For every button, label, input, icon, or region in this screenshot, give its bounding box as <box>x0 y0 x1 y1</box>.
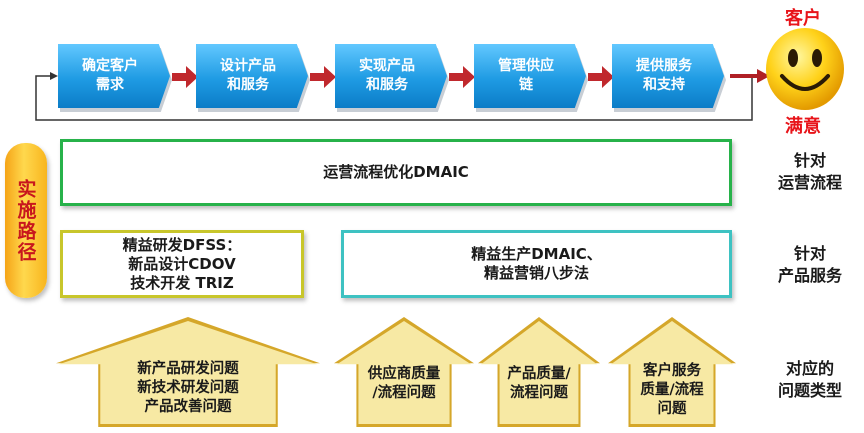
right-label-product: 针对 产品服务 <box>762 243 858 287</box>
process-step-supply-chain: 管理供应链 <box>474 44 586 108</box>
house-line: 新技术研发问题 <box>137 380 239 396</box>
right-label-line: 运营流程 <box>777 173 842 192</box>
band-operations-text: 运营流程优化DMAIC <box>323 163 469 181</box>
right-label-problems: 对应的 问题类型 <box>762 358 858 402</box>
house-line: 问题 <box>657 401 687 417</box>
step-line: 确定客户 <box>82 58 138 74</box>
right-label-line: 问题类型 <box>777 381 842 400</box>
right-label-line: 对应的 <box>785 359 834 378</box>
band-lean-line: 精益生产DMAIC、 <box>471 245 602 263</box>
customer-top-label: 客户 <box>785 8 821 29</box>
band-lean-rd-dfss: 精益研发DFSS： 新品设计CDOV 技术开发 TRIZ <box>60 230 304 298</box>
red-arrow-icon <box>588 66 614 88</box>
band-lean-line: 精益营销八步法 <box>483 264 589 282</box>
band-lean-production: 精益生产DMAIC、 精益营销八步法 <box>341 230 732 298</box>
house-text-rd: 新产品研发问题 新技术研发问题 产品改善问题 <box>96 360 280 417</box>
house-line: 产品改善问题 <box>144 399 232 415</box>
step-line: 需求 <box>96 77 124 93</box>
red-arrow-icon <box>449 66 475 88</box>
step-line: 和支持 <box>643 77 685 93</box>
step-line: 和服务 <box>227 77 269 93</box>
house-text-supplier: 供应商质量 /流程问题 <box>356 365 452 403</box>
band-operations-dmaic: 运营流程优化DMAIC <box>60 139 732 206</box>
house-line: 质量/流程 <box>640 382 704 398</box>
red-arrow-icon <box>172 66 198 88</box>
step-line: 设计产品 <box>220 58 276 74</box>
step-line: 链 <box>519 77 533 93</box>
house-text-service: 客户服务 质量/流程 问题 <box>627 362 717 419</box>
band-dfss-line: 新品设计CDOV <box>128 254 236 273</box>
customer-bottom-label: 满意 <box>785 116 821 137</box>
right-label-ops: 针对 运营流程 <box>762 150 858 194</box>
smiley-icon <box>766 28 844 110</box>
house-line: 产品质量/ <box>507 366 571 382</box>
right-label-line: 产品服务 <box>777 266 842 285</box>
step-line: 实现产品 <box>359 58 415 74</box>
right-label-line: 针对 <box>793 151 826 170</box>
process-step-service: 提供服务和支持 <box>612 44 724 108</box>
house-line: 流程问题 <box>510 385 568 401</box>
house-line: /流程问题 <box>372 385 436 401</box>
step-line: 提供服务 <box>636 58 692 74</box>
band-dfss-line: 技术开发 TRIZ <box>130 273 234 292</box>
step-line: 和服务 <box>366 77 408 93</box>
right-label-line: 针对 <box>793 244 826 263</box>
implementation-path-label: 实施路径 <box>5 143 47 298</box>
process-step-design: 设计产品和服务 <box>196 44 308 108</box>
house-text-product: 产品质量/ 流程问题 <box>494 365 584 403</box>
process-step-realize: 实现产品和服务 <box>335 44 447 108</box>
house-line: 新产品研发问题 <box>137 361 239 377</box>
process-step-confirm-needs: 确定客户需求 <box>58 44 170 108</box>
house-line: 客户服务 <box>643 363 701 379</box>
band-dfss-line: 精益研发DFSS： <box>122 235 242 254</box>
house-line: 供应商质量 <box>367 366 441 382</box>
implementation-path-text: 实施路径 <box>14 178 37 263</box>
red-arrow-icon <box>310 66 336 88</box>
step-line: 管理供应 <box>498 58 554 74</box>
